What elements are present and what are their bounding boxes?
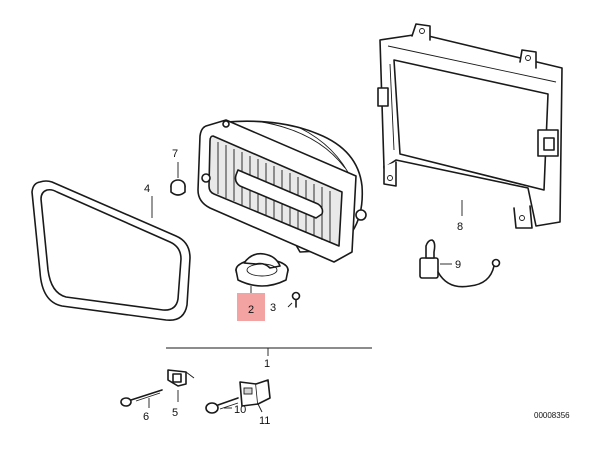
mounting-frame-part-8 (377, 23, 563, 229)
callout-6: 6 (143, 411, 149, 423)
callout-1: 1 (264, 358, 270, 370)
callout-2-highlight (237, 293, 265, 321)
callout-2: 2 (248, 304, 254, 316)
screw-part-3 (291, 291, 301, 308)
lens-gasket-part (31, 180, 191, 322)
clip-part-5 (167, 369, 195, 387)
callout-5: 5 (172, 407, 178, 419)
callout-3: 3 (270, 302, 276, 314)
lamp-cap-part-2 (235, 252, 289, 287)
callout-4: 4 (144, 183, 150, 195)
clip-part-11 (239, 379, 271, 407)
callout-9: 9 (455, 259, 461, 271)
callout-8: 8 (457, 221, 463, 233)
screw-part-6 (120, 389, 163, 407)
callout-leaders (148, 162, 463, 413)
callout-10: 10 (234, 404, 246, 416)
bulb-part-9 (419, 239, 501, 288)
callout-7: 7 (172, 148, 178, 160)
callout-numbers: 1 2 3 4 5 6 7 8 9 10 11 (143, 148, 463, 427)
screw-part-10 (205, 397, 239, 414)
fog-lamp-housing (197, 119, 367, 263)
callout-11: 11 (259, 415, 270, 427)
drawing-code: 00008356 (534, 411, 570, 420)
cap-part-7 (170, 179, 186, 196)
